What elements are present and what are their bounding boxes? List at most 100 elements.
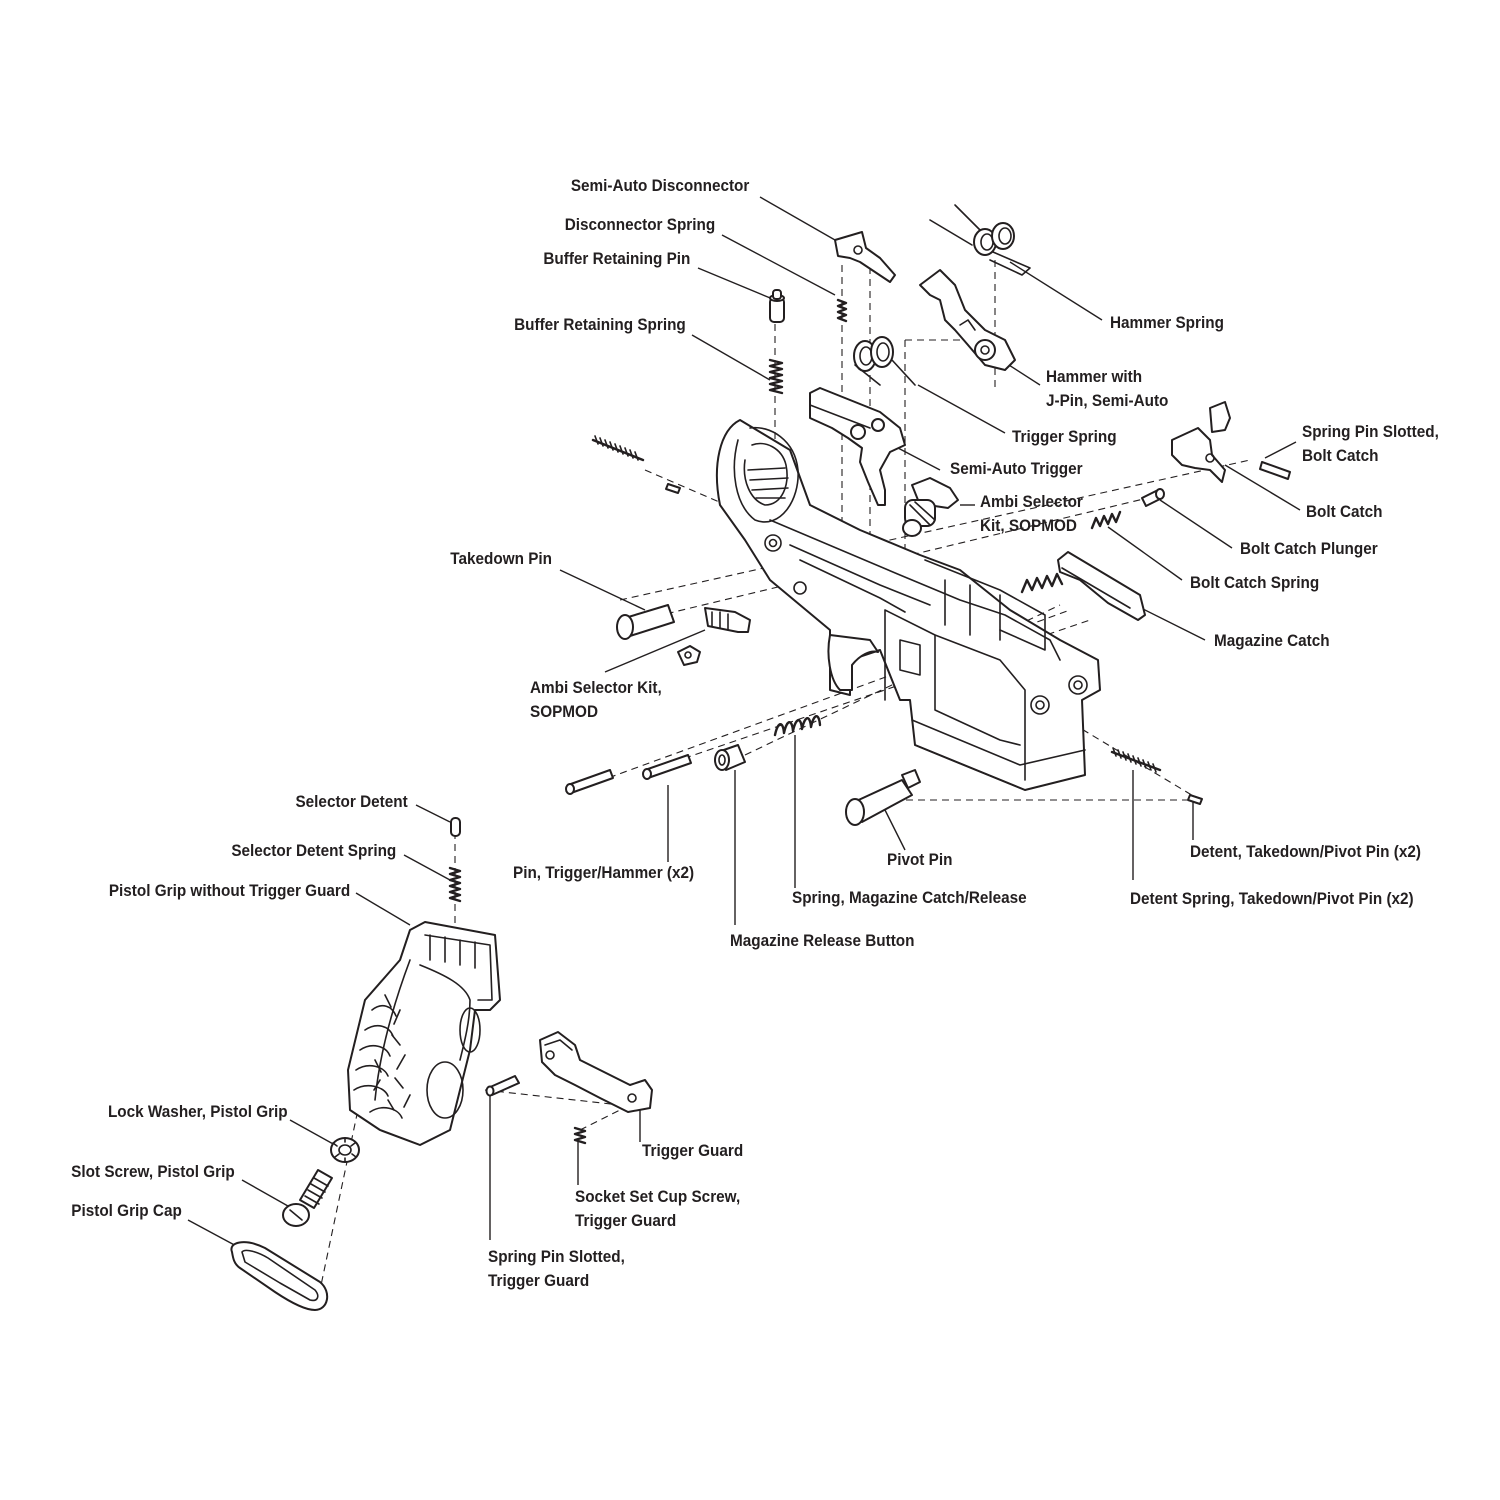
label-line: Selector Detent Spring <box>231 841 396 860</box>
slot-screw <box>282 1169 333 1227</box>
hammer-spring <box>929 204 1031 276</box>
buffer-retaining-pin <box>769 289 785 323</box>
label-line: Spring, Magazine Catch/Release <box>792 888 1027 907</box>
magazine-catch-spring <box>773 715 822 737</box>
label-pistol-grip-cap: Pistol Grip Cap <box>71 1199 182 1223</box>
label-socket-set-cup-screw: Socket Set Cup Screw, Trigger Guard <box>575 1185 740 1233</box>
ambi-selector-left <box>677 607 751 666</box>
magazine-catch <box>1020 551 1146 621</box>
label-trigger-spring: Trigger Spring <box>1012 425 1117 449</box>
spring-pin-trigger-guard <box>485 1075 520 1097</box>
spring-pin-bolt-catch <box>1259 461 1291 480</box>
label-line: Pistol Grip without Trigger Guard <box>108 881 350 900</box>
label-line: Semi-Auto Disconnector <box>570 176 749 195</box>
semi-auto-trigger <box>809 387 906 506</box>
label-line: Buffer Retaining Pin <box>542 249 690 268</box>
label-line: SOPMOD <box>530 702 599 721</box>
label-spring-pin-slotted-trigger-guard: Spring Pin Slotted, Trigger Guard <box>488 1245 625 1293</box>
label-selector-detent: Selector Detent <box>296 790 408 814</box>
label-bolt-catch: Bolt Catch <box>1306 500 1383 524</box>
label-line: Disconnector Spring <box>564 215 715 234</box>
label-selector-detent-spring: Selector Detent Spring <box>231 839 396 863</box>
label-hammer-spring: Hammer Spring <box>1110 311 1224 335</box>
socket-set-cup-screw <box>573 1126 587 1145</box>
trigger-guard <box>539 1031 653 1113</box>
label-line: J-Pin, Semi-Auto <box>1046 391 1169 410</box>
pivot-pin <box>845 769 921 826</box>
label-line: Spring Pin Slotted, <box>488 1247 625 1266</box>
hammer <box>919 269 1016 371</box>
label-pistol-grip: Pistol Grip without Trigger Guard <box>109 879 350 903</box>
label-line: Selector Detent <box>295 792 408 811</box>
front-detent-spring <box>1110 747 1162 773</box>
label-detent-takedown-pivot-pin: Detent, Takedown/Pivot Pin (x2) <box>1190 840 1421 864</box>
selector-detent-spring <box>448 866 462 903</box>
label-semi-auto-trigger: Semi-Auto Trigger <box>950 457 1083 481</box>
bolt-catch <box>1171 401 1231 483</box>
lower-receiver <box>716 419 1101 791</box>
pistol-grip-cap <box>230 1241 329 1311</box>
label-buffer-retaining-pin: Buffer Retaining Pin <box>543 247 690 271</box>
label-slot-screw: Slot Screw, Pistol Grip <box>71 1160 235 1184</box>
label-disconnector-spring: Disconnector Spring <box>565 213 715 237</box>
label-pin-trigger-hammer: Pin, Trigger/Hammer (x2) <box>513 861 694 885</box>
rear-detent-spring <box>591 435 681 494</box>
label-line: Bolt Catch Plunger <box>1240 539 1378 558</box>
buffer-retaining-spring <box>768 358 784 395</box>
label-bolt-catch-plunger: Bolt Catch Plunger <box>1240 537 1378 561</box>
label-line: Bolt Catch <box>1306 502 1383 521</box>
label-spring-magazine-catch: Spring, Magazine Catch/Release <box>792 886 1027 910</box>
label-buffer-retaining-spring: Buffer Retaining Spring <box>514 313 686 337</box>
label-line: Spring Pin Slotted, <box>1302 422 1439 441</box>
lock-washer <box>330 1137 360 1163</box>
front-detent <box>1187 794 1203 805</box>
label-line: Slot Screw, Pistol Grip <box>71 1162 235 1181</box>
label-semi-auto-disconnector: Semi-Auto Disconnector <box>570 174 749 198</box>
trigger-spring <box>853 336 916 386</box>
label-line: Takedown Pin <box>450 549 552 568</box>
selector-detent <box>450 817 461 837</box>
label-line: Pivot Pin <box>887 850 953 869</box>
label-line: Semi-Auto Trigger <box>950 459 1083 478</box>
bolt-catch-plunger <box>1141 488 1165 507</box>
label-magazine-release-button: Magazine Release Button <box>730 929 915 953</box>
label-line: Hammer Spring <box>1110 313 1224 332</box>
label-line: Bolt Catch <box>1302 446 1379 465</box>
label-line: Kit, SOPMOD <box>980 516 1077 535</box>
label-bolt-catch-spring: Bolt Catch Spring <box>1190 571 1319 595</box>
label-line: Hammer with <box>1046 367 1143 386</box>
label-line: Bolt Catch Spring <box>1190 573 1320 592</box>
pin-trigger-hammer <box>565 754 692 795</box>
takedown-pin <box>616 604 675 640</box>
label-line: Lock Washer, Pistol Grip <box>108 1102 288 1121</box>
label-line: Trigger Guard <box>642 1141 744 1160</box>
label-magazine-catch: Magazine Catch <box>1214 629 1330 653</box>
label-detent-spring-takedown-pivot-pin: Detent Spring, Takedown/Pivot Pin (x2) <box>1130 887 1414 911</box>
leader-lines <box>187 196 1301 1249</box>
label-line: Magazine Catch <box>1214 631 1330 650</box>
label-line: Trigger Spring <box>1012 427 1117 446</box>
label-line: Socket Set Cup Screw, <box>575 1187 741 1206</box>
label-line: Magazine Release Button <box>730 931 915 950</box>
label-line: Trigger Guard <box>488 1271 590 1290</box>
label-takedown-pin: Takedown Pin <box>450 547 552 571</box>
label-line: Detent Spring, Takedown/Pivot Pin (x2) <box>1130 889 1414 908</box>
pistol-grip <box>347 921 501 1146</box>
semi-auto-disconnector <box>834 231 896 283</box>
label-line: Pin, Trigger/Hammer (x2) <box>513 863 695 882</box>
label-lock-washer: Lock Washer, Pistol Grip <box>108 1100 288 1124</box>
label-line: Pistol Grip Cap <box>71 1201 182 1220</box>
label-line: Detent, Takedown/Pivot Pin (x2) <box>1190 842 1421 861</box>
disconnector-spring <box>836 298 848 323</box>
label-line: Ambi Selector <box>980 492 1083 511</box>
label-spring-pin-slotted-bolt-catch: Spring Pin Slotted, Bolt Catch <box>1302 420 1439 468</box>
label-trigger-guard: Trigger Guard <box>642 1139 743 1163</box>
label-line: Ambi Selector Kit, <box>530 678 662 697</box>
label-line: Trigger Guard <box>575 1211 677 1230</box>
bolt-catch-spring <box>1090 510 1122 530</box>
magazine-release-button <box>714 744 746 771</box>
label-pivot-pin: Pivot Pin <box>887 848 952 872</box>
label-ambi-selector-kit-left: Ambi Selector Kit, SOPMOD <box>530 676 662 724</box>
